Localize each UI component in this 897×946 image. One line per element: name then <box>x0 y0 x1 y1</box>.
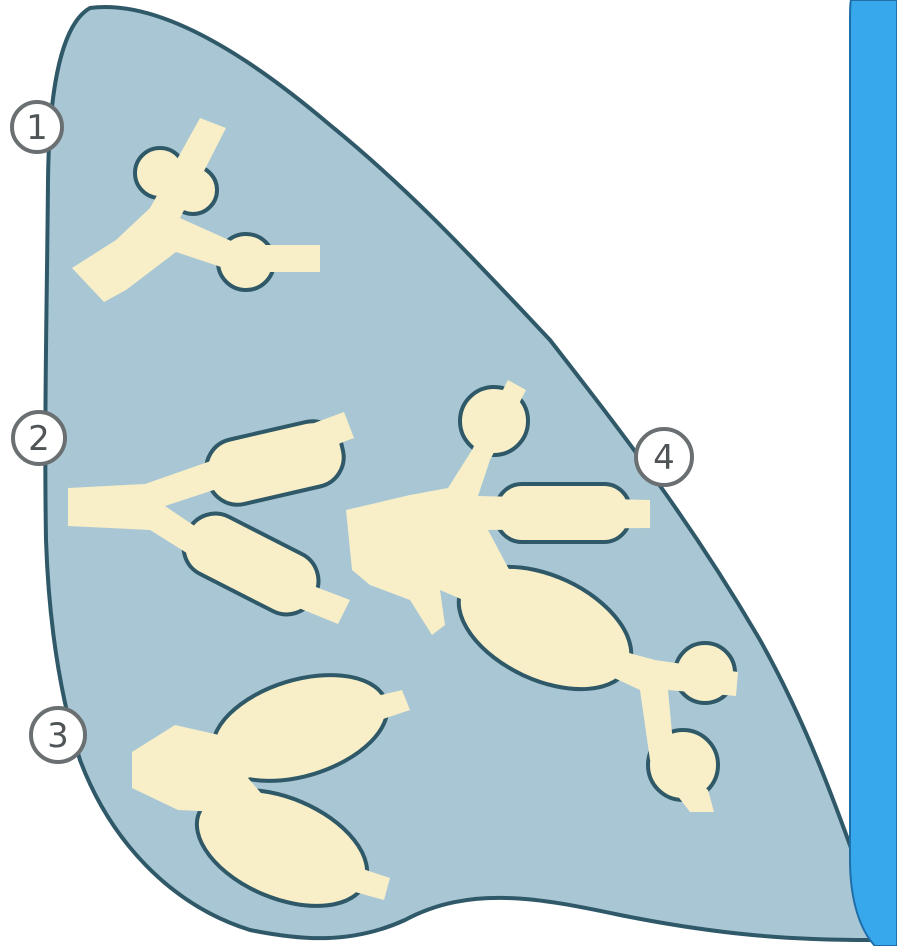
marker-1-label: 1 <box>26 108 48 148</box>
marker-3: 3 <box>31 708 85 762</box>
marker-1: 1 <box>12 102 62 152</box>
side-panel <box>850 0 897 946</box>
marker-2: 2 <box>13 412 65 464</box>
marker-4: 4 <box>636 429 692 485</box>
marker-2-label: 2 <box>28 419 50 459</box>
marker-3-label: 3 <box>47 716 69 756</box>
marker-4-label: 4 <box>653 438 675 478</box>
